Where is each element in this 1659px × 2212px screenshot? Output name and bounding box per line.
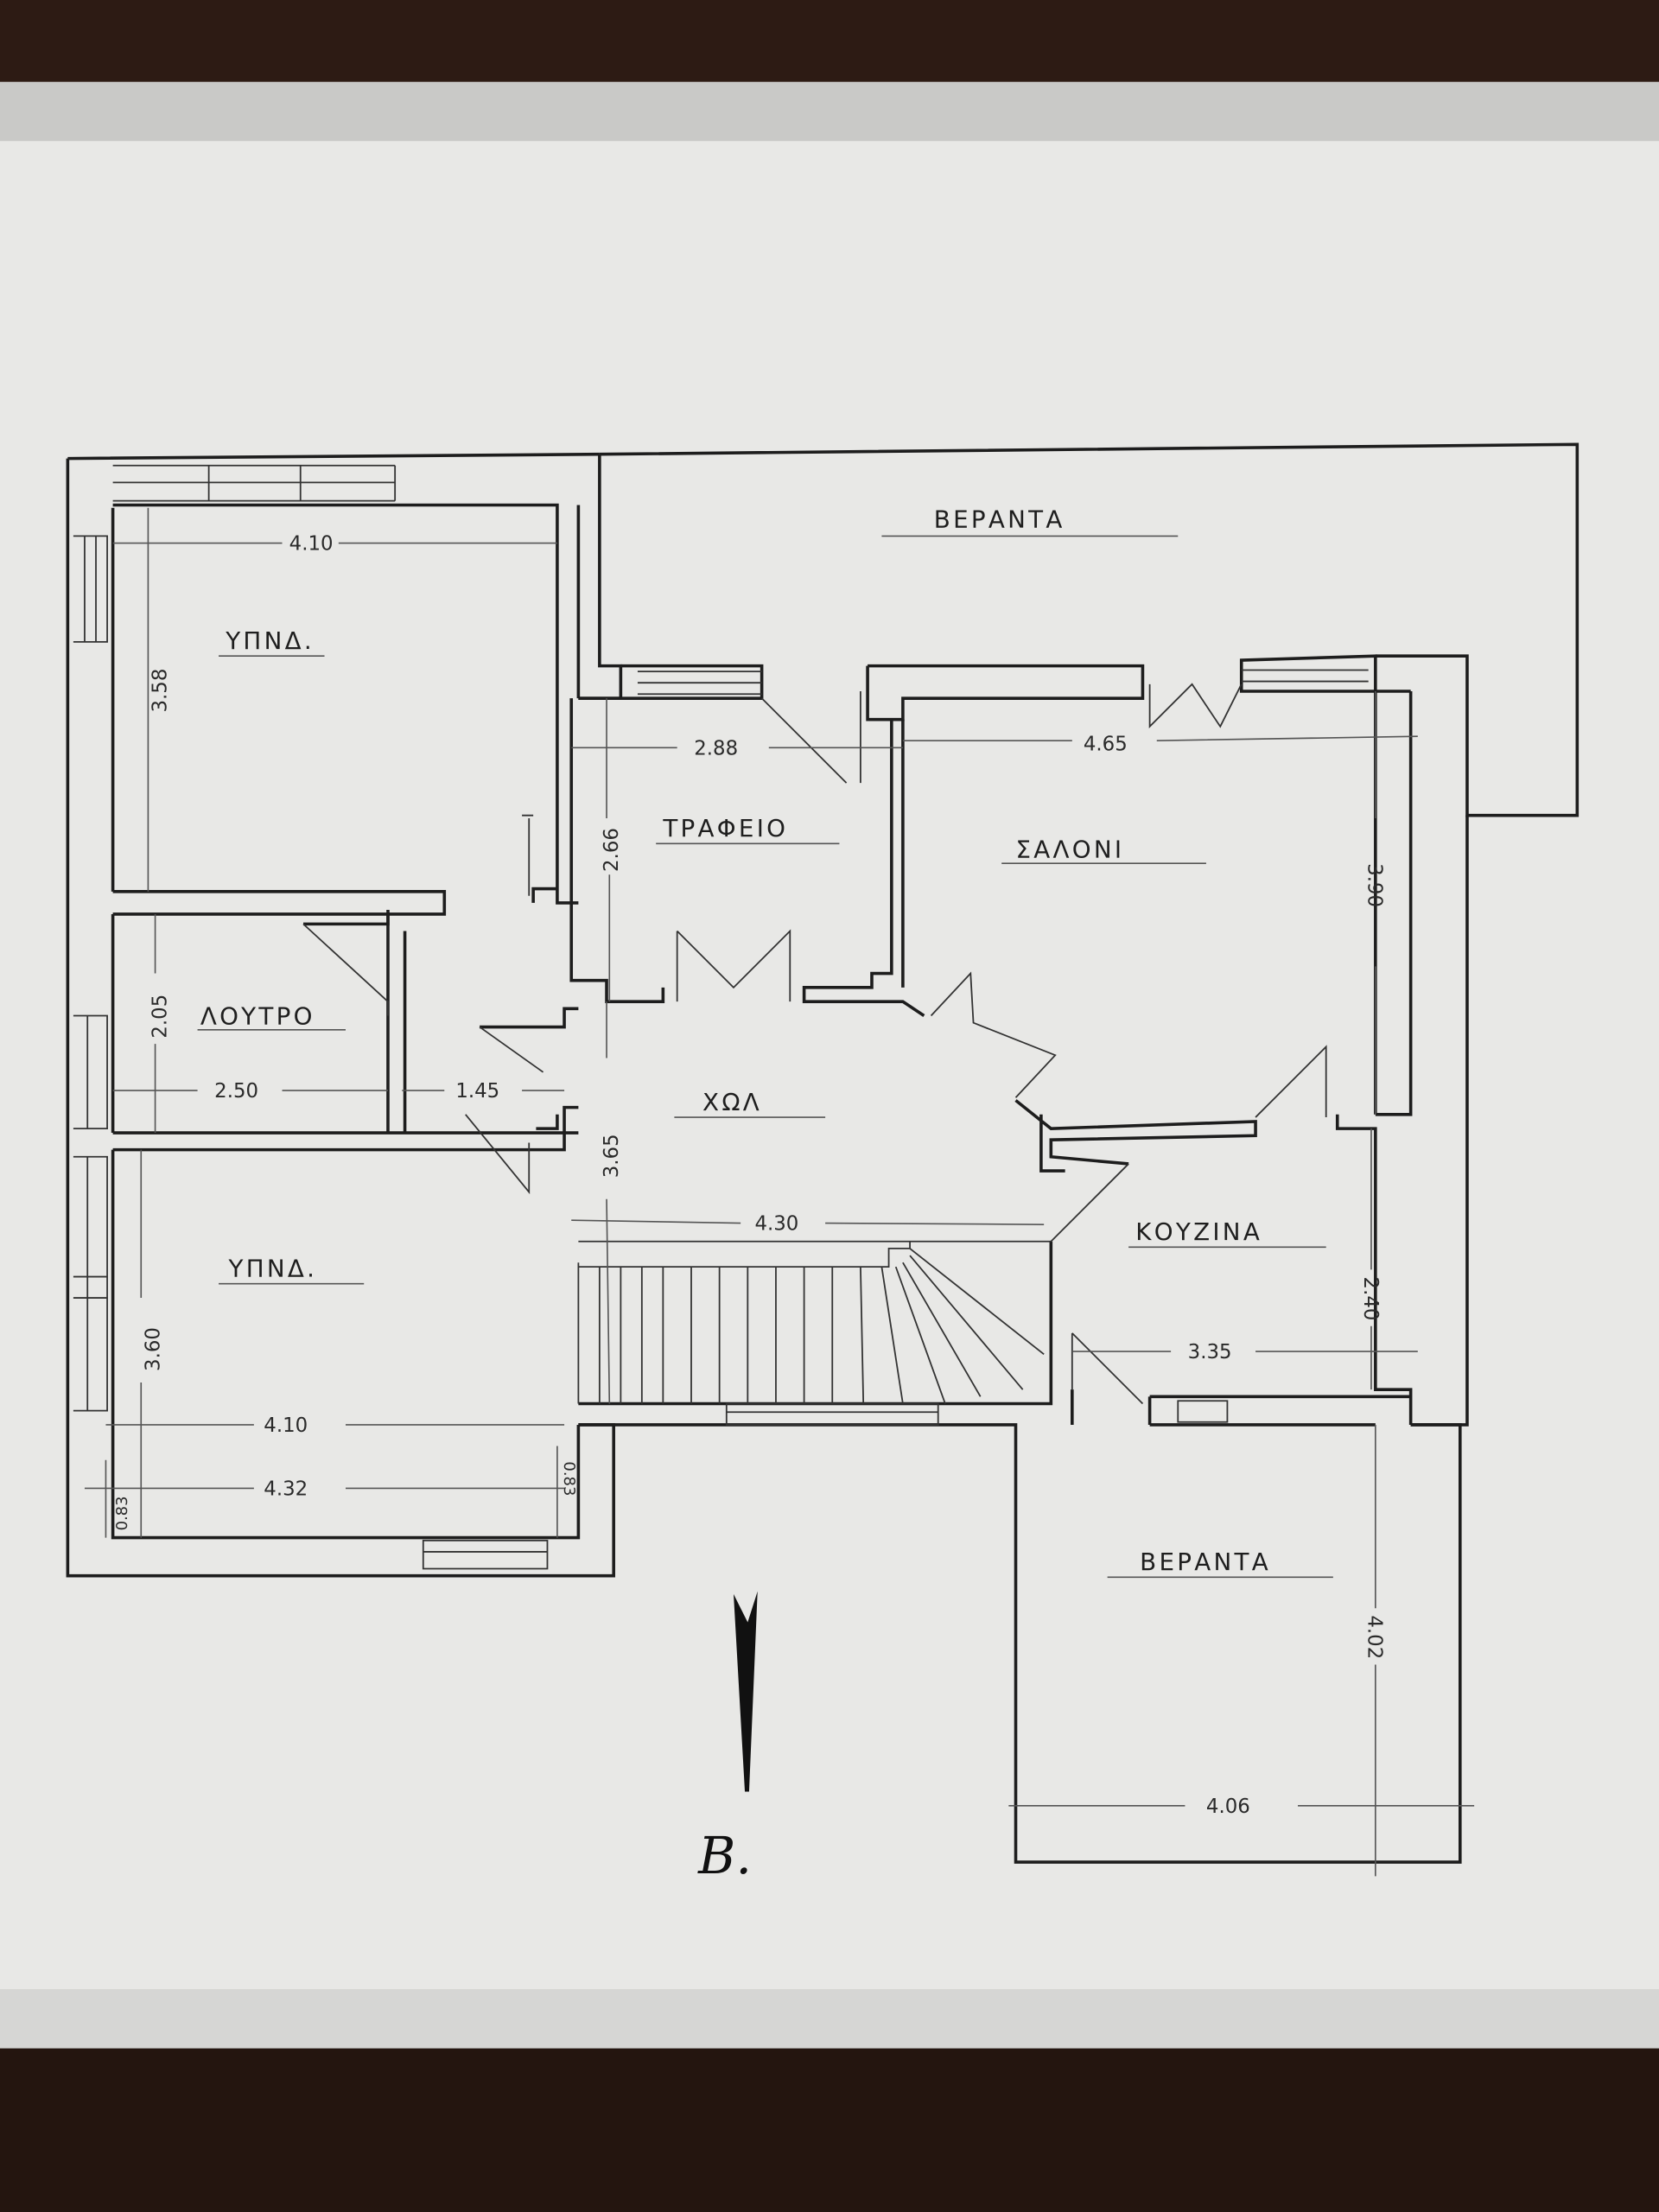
door-swings — [302, 683, 1327, 1405]
staircase — [577, 1240, 1052, 1404]
kitchen-wall — [1014, 1099, 1257, 1173]
room-label-hall: ΧΩΛ — [702, 1088, 762, 1116]
wood-table-top — [0, 0, 1659, 88]
dim-bedroom-top-width: 4.10 — [289, 533, 334, 556]
window-kitchen — [1177, 1400, 1229, 1423]
bedroom-bath-wall — [112, 890, 579, 1152]
kitchen-bottom-wall — [1071, 1389, 1411, 1427]
dim-closet-left: 0.83 — [113, 1496, 131, 1530]
window-top-left — [112, 464, 397, 502]
room-label-office: ΤΡΑΦΕΙΟ — [662, 814, 788, 842]
dimension-lines — [84, 507, 1475, 1877]
dim-bath-width: 2.50 — [214, 1080, 258, 1103]
dim-corridor-width: 1.45 — [455, 1080, 499, 1103]
room-label-veranda-top: ΒΕΡΑΝΤΑ — [934, 505, 1065, 534]
veranda-top-outline — [599, 442, 1580, 817]
window-bedroom-bottom — [422, 1539, 549, 1570]
dim-kitchen-width: 3.35 — [1188, 1341, 1232, 1363]
office-salon-partition — [802, 719, 925, 1018]
dim-bedroom-top-depth: 3.58 — [149, 669, 172, 713]
room-label-bathroom: ΛΟΥΤΡΟ — [200, 1001, 315, 1030]
top-wall-left — [67, 452, 600, 905]
dim-veranda-bottom-width: 4.06 — [1206, 1796, 1250, 1818]
room-label-bedroom-top: ΥΠΝΔ. — [225, 626, 315, 655]
dim-kitchen-depth: 2.40 — [1359, 1277, 1382, 1321]
dim-veranda-bottom-depth: 4.02 — [1363, 1615, 1386, 1659]
dim-hall-width: 4.30 — [754, 1213, 798, 1236]
dim-closet-right: 0.83 — [560, 1461, 578, 1496]
north-label: B. — [697, 1826, 752, 1885]
dim-hall-depth: 3.65 — [601, 1134, 623, 1178]
paper-lower-edge — [0, 1989, 1659, 2053]
dim-bath-depth: 2.05 — [149, 995, 172, 1039]
corridor-walls — [303, 887, 579, 1130]
dim-bedroom-bottom-width-total: 4.32 — [264, 1478, 308, 1501]
window-left-bottom — [73, 1155, 108, 1412]
room-label-kitchen: ΚΟΥΖΙΝΑ — [1135, 1217, 1262, 1246]
room-label-living-room: ΣΑΛΟΝΙ — [1016, 836, 1125, 864]
dim-bedroom-bottom-width: 4.10 — [264, 1414, 308, 1437]
room-label-veranda-bottom: ΒΕΡΑΝΤΑ — [1140, 1548, 1271, 1576]
inner-wall-left — [111, 507, 581, 1540]
window-left-top — [73, 535, 108, 643]
north-arrow-icon — [733, 1591, 758, 1792]
wood-table-bottom — [0, 2048, 1659, 2212]
window-salon — [1241, 669, 1369, 683]
right-outer-wall — [1335, 690, 1469, 1427]
window-left-bath — [73, 1014, 108, 1130]
dim-office-width: 2.88 — [694, 737, 738, 760]
dim-office-depth: 2.66 — [601, 828, 623, 872]
dim-living-depth: 3.90 — [1363, 863, 1386, 907]
dim-bedroom-bottom-depth: 3.60 — [142, 1327, 164, 1371]
room-label-bedroom-bottom: ΥΠΝΔ. — [227, 1255, 317, 1283]
window-office — [637, 671, 762, 696]
walls — [66, 442, 1580, 1864]
paper-edge — [0, 81, 1659, 153]
dim-living-width: 4.65 — [1084, 734, 1128, 756]
window-stairs — [725, 1402, 939, 1426]
